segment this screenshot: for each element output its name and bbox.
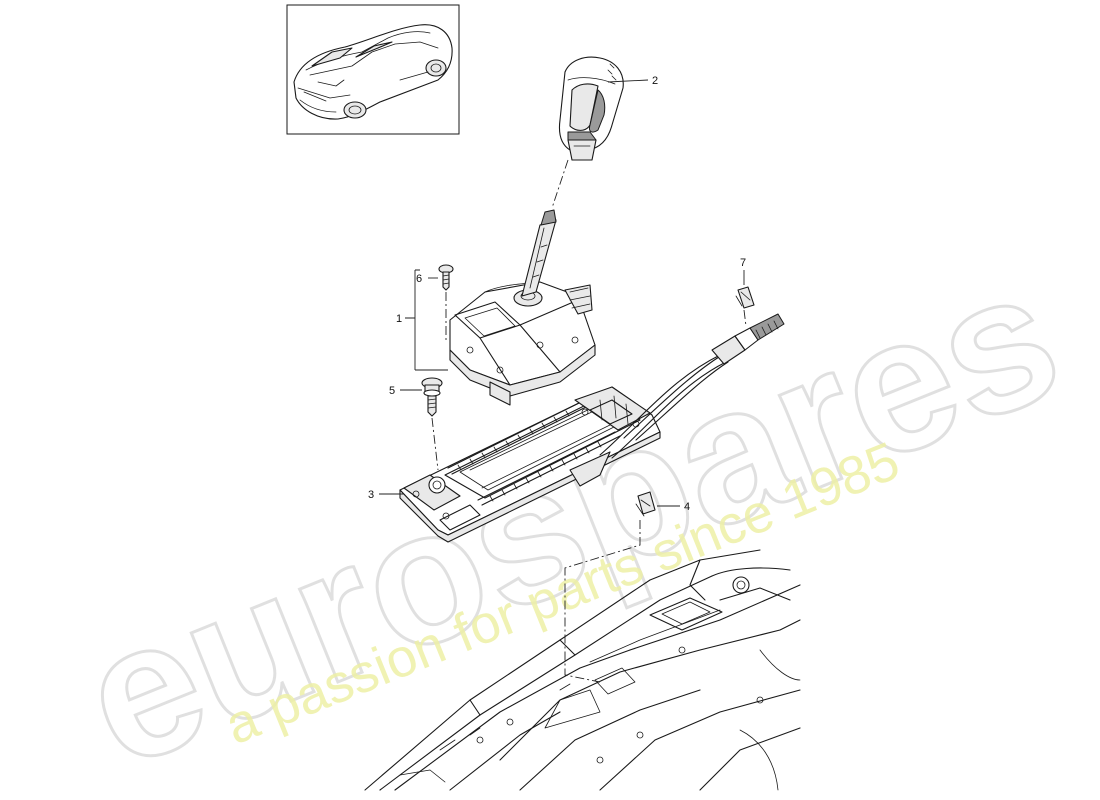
floor-pan [364, 549, 801, 791]
clip-7 [735, 286, 755, 309]
vehicle-thumbnail [286, 4, 460, 135]
shift-housing [449, 281, 596, 406]
shift-lever [521, 209, 557, 297]
callout-4: 4 [684, 501, 690, 513]
callout-1: 1 [396, 313, 402, 325]
callout-5: 5 [389, 385, 395, 397]
callout-2: 2 [652, 75, 658, 87]
callout-7: 7 [740, 257, 746, 269]
callout-6: 6 [416, 273, 422, 285]
callout-3: 3 [368, 489, 374, 501]
base-plate [399, 386, 661, 543]
screw-6 [438, 264, 454, 291]
screw-5 [421, 377, 443, 417]
shift-cable [599, 313, 785, 459]
leader-lines [379, 79, 745, 507]
clip-4 [635, 491, 656, 517]
alignment-lines [431, 159, 747, 683]
rail-ticks [457, 410, 602, 502]
gear-knob [558, 56, 624, 161]
callouts: 1 2 3 4 5 6 7 [368, 75, 746, 513]
car-illustration [293, 24, 453, 120]
